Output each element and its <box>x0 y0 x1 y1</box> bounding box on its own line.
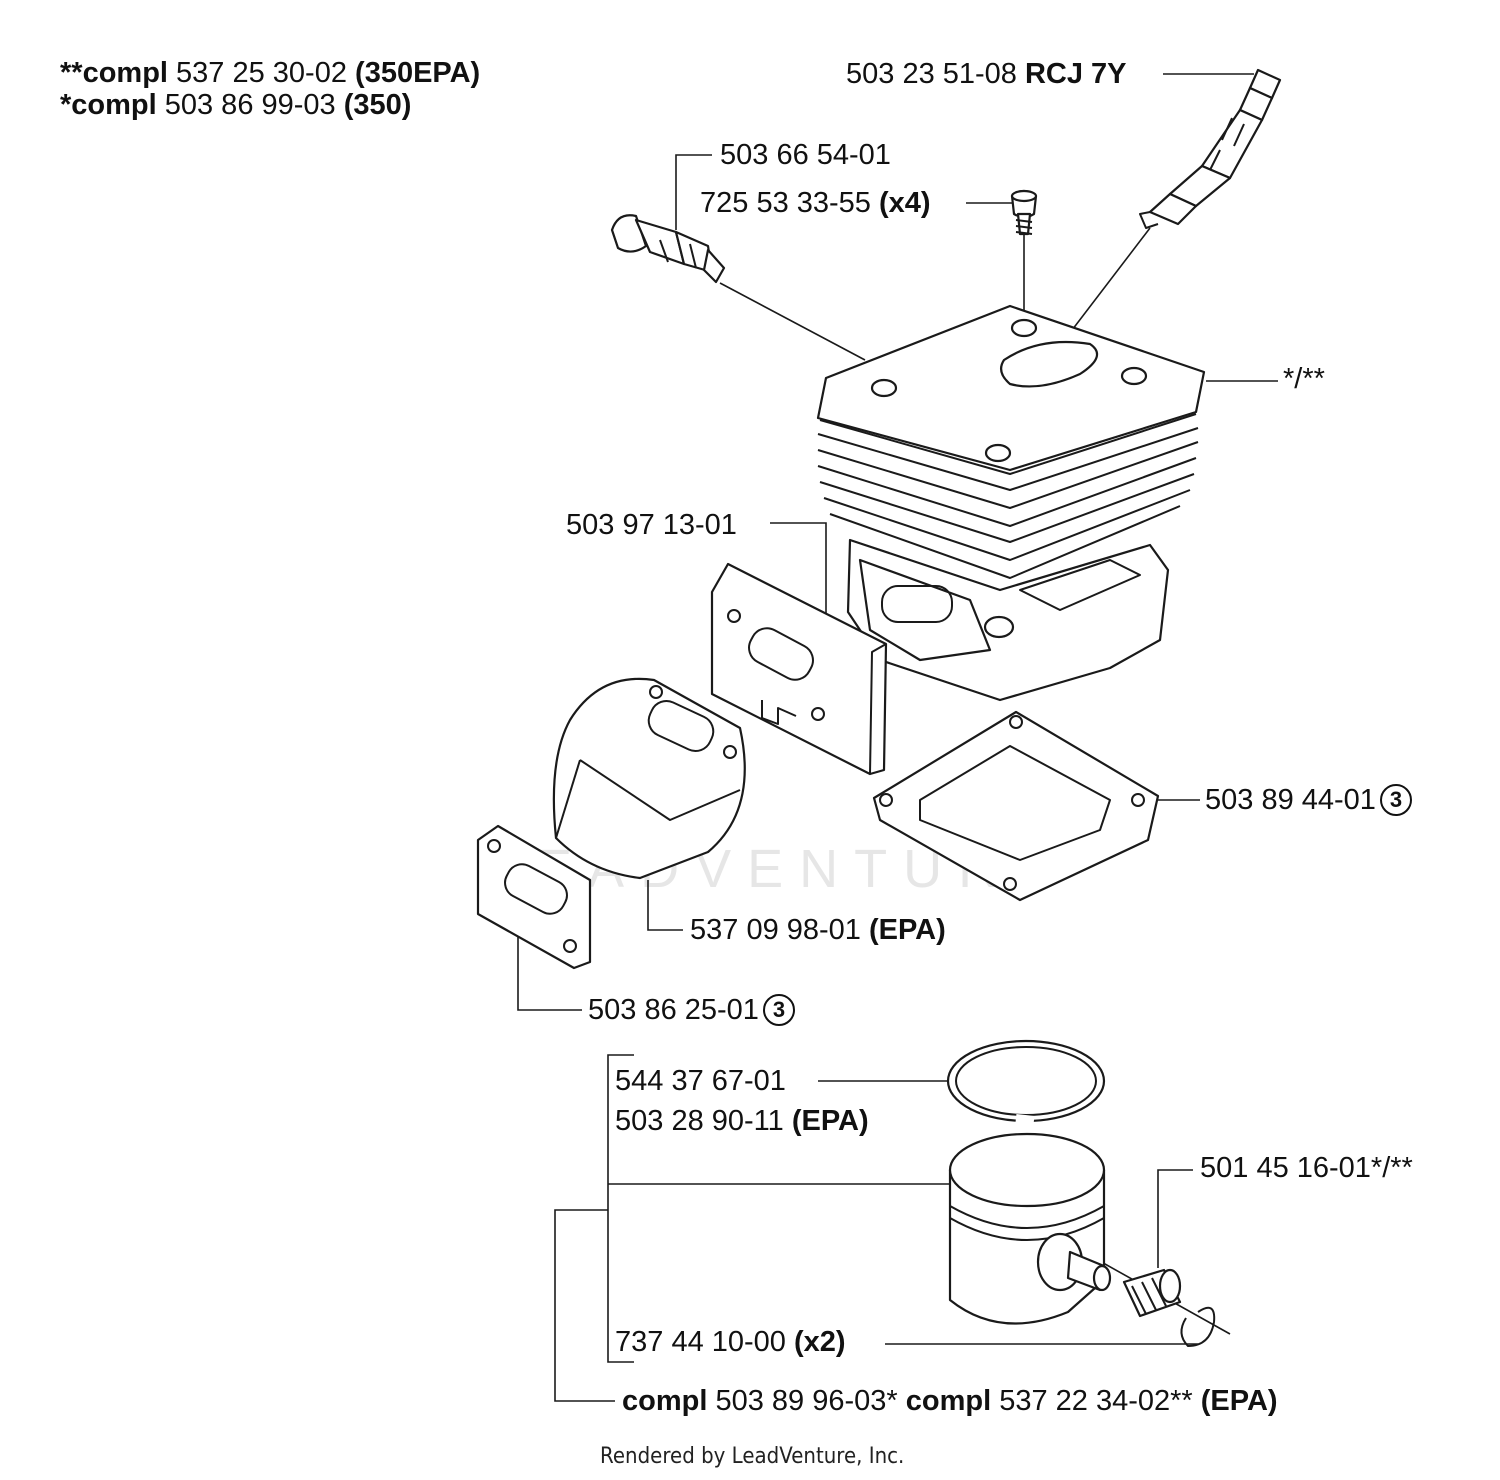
leader-exhaust-gasket <box>517 925 582 1011</box>
label-ring-a: 544 37 67-01 <box>615 1065 786 1097</box>
label-cylinder: */** <box>1283 363 1325 395</box>
decomp-valve-part <box>610 214 726 284</box>
label-bearing: 501 45 16-01*/** <box>1200 1152 1413 1184</box>
quantity-circle: 3 <box>1379 784 1412 816</box>
screw-part <box>1010 189 1038 236</box>
footer-credit: Rendered by LeadVenture, Inc. <box>600 1444 905 1469</box>
label-heat-shield: 537 09 98-01 (EPA) <box>690 914 946 946</box>
heat-shield-part <box>552 677 746 880</box>
circlip-part <box>1180 1306 1216 1347</box>
piston-part <box>948 1132 1112 1325</box>
label-spark-plug: 503 23 51-08 RCJ 7Y <box>846 58 1127 90</box>
leader-gasket-plate <box>770 522 827 618</box>
leader-lines <box>517 73 1278 1402</box>
label-compl-350: *compl 503 86 99-03 (350) <box>60 89 412 121</box>
cylinder-part <box>816 304 1206 702</box>
bracket-piston-set <box>607 1054 634 1363</box>
label-piston-compl: compl 503 89 96-03* compl 537 22 34-02**… <box>622 1385 1278 1417</box>
leader-heat-shield <box>647 880 683 931</box>
needle-bearing-part <box>1122 1268 1182 1318</box>
label-screw: 725 53 33-55 (x4) <box>700 187 931 219</box>
leader-decomp-valve <box>675 154 712 230</box>
label-compl-350epa: **compl 537 25 30-02 (350EPA) <box>60 57 481 89</box>
label-gasket-plate: 503 97 13-01 <box>566 509 737 541</box>
leader-bearing <box>1157 1169 1193 1268</box>
spark-plug-part <box>1139 68 1282 229</box>
exhaust-gasket-part <box>476 824 592 970</box>
bracket-piston-compl <box>554 1209 615 1402</box>
piston-ring-part <box>946 1039 1106 1124</box>
label-decomp-valve: 503 66 54-01 <box>720 139 891 171</box>
quantity-circle: 3 <box>762 994 795 1026</box>
gasket-plate-part <box>710 562 888 776</box>
center-line-valve <box>719 282 866 361</box>
label-circlip: 737 44 10-00 (x2) <box>615 1326 846 1358</box>
base-gasket-part <box>872 710 1160 902</box>
label-ring-b: 503 28 90-11 (EPA) <box>615 1105 869 1137</box>
